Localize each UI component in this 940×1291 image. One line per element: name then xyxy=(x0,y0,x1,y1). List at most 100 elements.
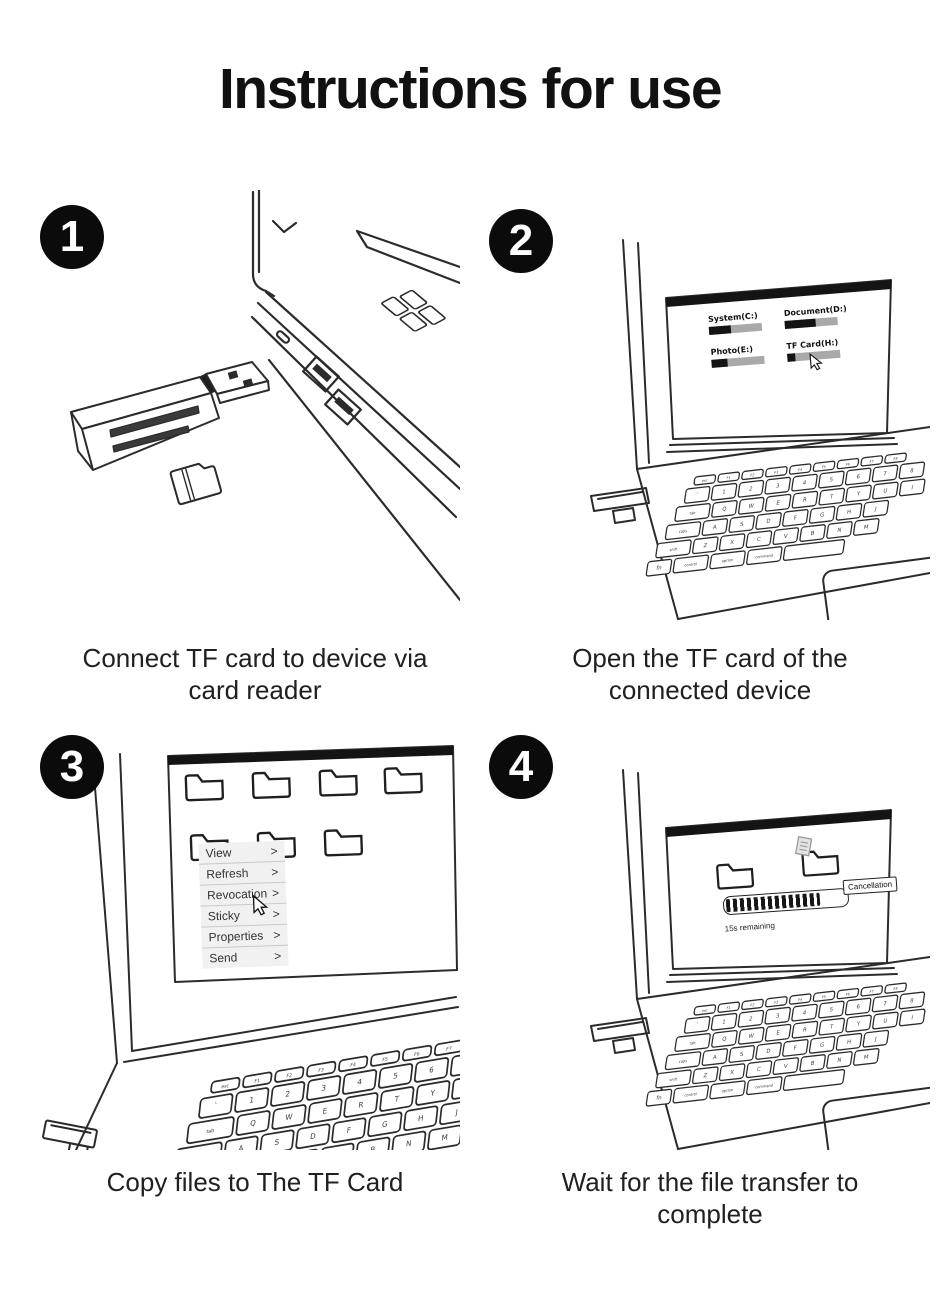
context-menu-item-properties: Properties> xyxy=(201,924,288,949)
svg-text:H: H xyxy=(418,1113,424,1123)
svg-text:F4: F4 xyxy=(350,1062,356,1069)
step-3-panel: 3 escF1F2F3F4F5F6F7F8`12345678tabQWERTYU… xyxy=(20,720,460,1150)
drive-label: Photo(E:) xyxy=(710,344,754,357)
svg-text:F6: F6 xyxy=(845,992,850,996)
menu-label: Sticky xyxy=(207,908,241,924)
svg-text:A: A xyxy=(712,525,717,531)
drive-capacity-bar xyxy=(711,355,765,368)
laptop-lid-edge xyxy=(251,190,276,298)
drive-label: Document(D:) xyxy=(783,304,848,319)
svg-text:A: A xyxy=(712,1055,717,1061)
svg-text:C: C xyxy=(757,537,762,543)
svg-text:Q: Q xyxy=(250,1118,257,1128)
svg-text:F2: F2 xyxy=(286,1073,292,1080)
svg-text:esc: esc xyxy=(702,478,708,483)
step-2-caption: Open the TF card of the connected device xyxy=(572,643,848,706)
svg-text:`: ` xyxy=(695,1023,699,1029)
context-menu-item-view: View> xyxy=(198,840,285,865)
plugged-tf-card xyxy=(612,1037,636,1054)
tf-card-drawing xyxy=(169,462,223,506)
step-1-panel: 1 xyxy=(20,190,460,620)
context-menu-item-sticky: Sticky> xyxy=(200,903,288,928)
progress-bar xyxy=(722,887,850,916)
svg-text:F2: F2 xyxy=(750,473,755,477)
lid-top-slab xyxy=(355,229,460,285)
step-number: 1 xyxy=(59,212,85,261)
submenu-arrow-icon: > xyxy=(273,927,281,943)
svg-text:F3: F3 xyxy=(774,1000,779,1004)
cursor-icon xyxy=(809,353,823,371)
drive-item-system: System(C:) xyxy=(708,309,785,335)
svg-text:option: option xyxy=(721,558,733,563)
svg-text:1: 1 xyxy=(722,1019,726,1025)
svg-text:F: F xyxy=(793,516,797,522)
mini-port xyxy=(275,330,291,344)
svg-text:G: G xyxy=(820,1042,825,1049)
time-remaining-label: 15s remaining xyxy=(724,920,776,934)
svg-text:S: S xyxy=(739,1052,744,1058)
svg-text:X: X xyxy=(730,540,735,546)
svg-text:F7: F7 xyxy=(869,989,874,993)
svg-text:M: M xyxy=(441,1132,448,1142)
step-1-badge: 1 xyxy=(40,205,104,269)
folder-icon xyxy=(716,863,755,890)
svg-text:command: command xyxy=(755,553,773,559)
svg-text:S: S xyxy=(274,1137,280,1147)
step-2-badge: 2 xyxy=(489,209,553,273)
svg-text:8: 8 xyxy=(910,468,915,474)
drive-capacity-bar xyxy=(708,322,763,335)
card-reader-and-laptop-drawing xyxy=(70,190,460,602)
svg-text:R: R xyxy=(358,1100,364,1110)
svg-text:`: ` xyxy=(213,1101,218,1111)
drive-label: TF Card(H:) xyxy=(786,337,839,351)
svg-text:E: E xyxy=(322,1106,328,1116)
folder-icon xyxy=(323,829,364,857)
step-number: 3 xyxy=(59,742,85,791)
svg-text:U: U xyxy=(883,1018,888,1024)
svg-text:tab: tab xyxy=(206,1128,215,1135)
svg-text:J: J xyxy=(873,506,877,512)
trackpad xyxy=(822,552,930,620)
svg-text:H: H xyxy=(846,1039,851,1045)
svg-text:N: N xyxy=(406,1138,412,1148)
svg-text:F4: F4 xyxy=(798,998,803,1002)
svg-text:esc: esc xyxy=(221,1084,230,1090)
svg-text:F1: F1 xyxy=(726,1006,731,1010)
svg-text:6: 6 xyxy=(429,1065,435,1075)
svg-text:X: X xyxy=(730,1070,735,1076)
svg-text:F5: F5 xyxy=(822,995,827,999)
svg-text:W: W xyxy=(285,1112,294,1122)
svg-text:J: J xyxy=(873,1036,877,1042)
svg-text:Q: Q xyxy=(722,1036,728,1043)
drive-item-tf-card: TF Card(H:) xyxy=(786,336,863,362)
card-reader-drawing xyxy=(70,361,270,506)
svg-text:Y: Y xyxy=(429,1088,436,1098)
plugged-card-reader xyxy=(42,1119,98,1150)
svg-text:F: F xyxy=(793,1046,797,1052)
svg-text:Y: Y xyxy=(855,1021,861,1028)
svg-text:4: 4 xyxy=(802,480,807,486)
context-menu-item-revocation: Revocation> xyxy=(199,882,287,907)
svg-text:2: 2 xyxy=(749,1016,753,1022)
svg-text:2: 2 xyxy=(749,486,753,492)
svg-text:F1: F1 xyxy=(726,476,731,480)
svg-text:option: option xyxy=(721,1088,733,1093)
svg-text:F8: F8 xyxy=(893,457,898,461)
svg-text:W: W xyxy=(748,503,755,510)
svg-text:fn: fn xyxy=(656,1095,663,1102)
context-menu: View> Refresh> Revocation> Sticky> Prope… xyxy=(198,840,289,969)
svg-text:3: 3 xyxy=(775,483,780,489)
svg-text:S: S xyxy=(739,522,744,528)
svg-text:7: 7 xyxy=(883,471,888,477)
svg-text:D: D xyxy=(766,1049,771,1056)
svg-text:command: command xyxy=(755,1083,773,1089)
context-menu-item-refresh: Refresh> xyxy=(199,861,286,886)
svg-text:F7: F7 xyxy=(446,1046,452,1053)
svg-text:F1: F1 xyxy=(254,1078,260,1085)
screen-top-bar xyxy=(666,810,892,837)
keyboard-drawing: escF1F2F3F4F5F6F7F8`12345678tabQWERTYUIc… xyxy=(174,1039,460,1150)
drive-item-document: Document(D:) xyxy=(783,303,861,330)
folder-icon xyxy=(318,769,358,797)
